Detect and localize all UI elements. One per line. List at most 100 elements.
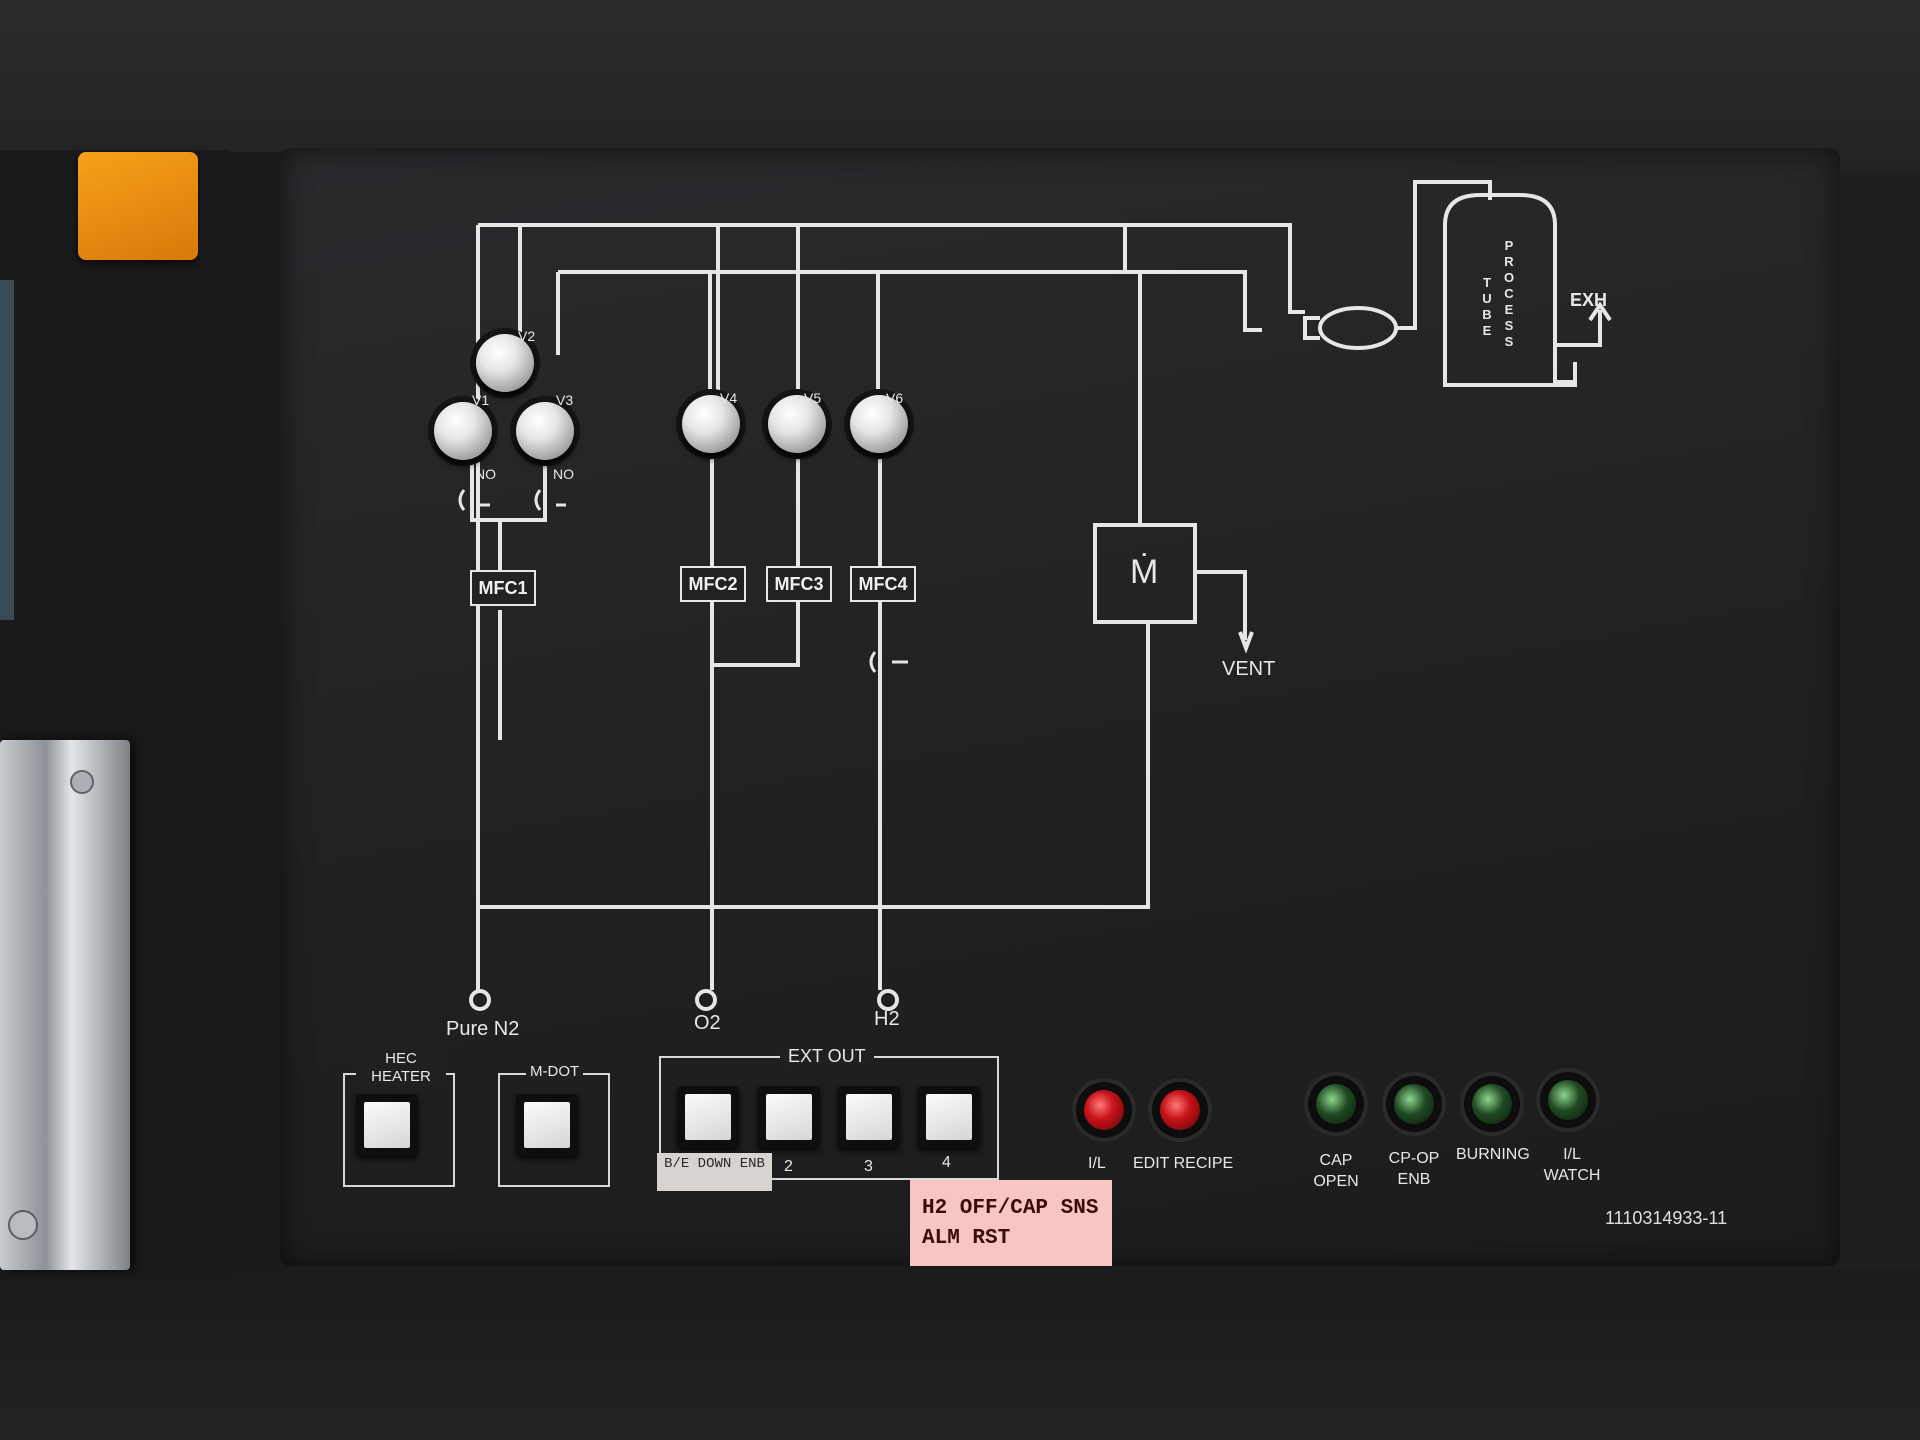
mdot-box (1093, 523, 1197, 624)
process-letter: R (1504, 254, 1514, 269)
cabinet-top (0, 0, 1920, 170)
v1-restrictor-icon (458, 489, 490, 511)
il-lamp (1076, 1082, 1132, 1138)
valve-knob-v4[interactable] (682, 395, 740, 453)
ext-out-3-number: 3 (864, 1158, 873, 1175)
sticker-line-1: H2 OFF/CAP SNS (922, 1197, 1099, 1220)
tube-inlet-line (1396, 180, 1492, 330)
vent-line (1195, 570, 1247, 640)
cp-op-enb-lamp (1386, 1076, 1442, 1132)
il-watch-lamp-lens (1548, 1080, 1588, 1120)
vent-arrow-icon (1238, 631, 1254, 654)
v3-restrictor-icon (534, 489, 566, 511)
v1-v3-loop (470, 420, 547, 522)
process-tube-base (1443, 362, 1577, 387)
v6-feed (708, 272, 880, 390)
h2-restrictor-icon (869, 651, 908, 673)
burning-lamp (1464, 1076, 1520, 1132)
pure-n2-port-icon (469, 989, 491, 1011)
ext-out-1-face (685, 1094, 731, 1140)
cp-op-enb-lamp-lens (1394, 1084, 1434, 1124)
edit-recipe-lamp-label: EDIT RECIPE (1133, 1155, 1234, 1172)
vent-label: VENT (1222, 658, 1276, 680)
screw-icon (70, 770, 94, 794)
ext-out-title: EXT OUT (780, 1046, 874, 1067)
process-letter: O (1503, 270, 1515, 285)
mdot-button-face (524, 1102, 570, 1148)
valve-knob-v6[interactable] (850, 395, 908, 453)
mdot-button[interactable] (516, 1094, 578, 1156)
cap-open-lamp (1308, 1076, 1364, 1132)
mfc2-box: MFC2 (680, 566, 746, 602)
mfc4-box: MFC4 (850, 566, 916, 602)
ext-out-3-face (846, 1094, 892, 1140)
ext-out-2-number: 2 (784, 1158, 793, 1175)
inlet-label-o2: O2 (694, 1012, 721, 1034)
heater-vessel-icon (1318, 306, 1398, 350)
tube-letter: B (1482, 307, 1492, 322)
process-letter: C (1504, 286, 1514, 301)
valve-label-v4: V4 (720, 390, 738, 406)
valve-label-v3: V3 (556, 392, 574, 408)
cabinet-bottom (0, 1270, 1920, 1440)
cap-open-label: CAP OPEN (1313, 1152, 1359, 1190)
mdot-feed (1123, 225, 1142, 525)
exhaust-label: EXH (1570, 290, 1608, 310)
exhaust-line (1555, 310, 1602, 347)
hec-heater-button[interactable] (356, 1094, 418, 1156)
edit-recipe-lamp-lens (1160, 1090, 1200, 1130)
process-letter: P (1504, 238, 1514, 253)
il-watch-label: I/L WATCH (1543, 1146, 1601, 1184)
screw-icon (8, 1210, 38, 1240)
ext-out-2-face (766, 1094, 812, 1140)
burning-label: BURNING (1456, 1146, 1530, 1163)
exhaust-arrow-icon (1588, 301, 1612, 322)
valve-knob-v2[interactable] (476, 334, 534, 392)
h2-off-sticker: H2 OFF/CAP SNS ALM RST (910, 1180, 1112, 1266)
ext-out-4-number: 4 (942, 1154, 951, 1171)
il-lamp-label: I/L (1088, 1155, 1106, 1172)
burning-lamp-lens (1472, 1084, 1512, 1124)
sticker-line-2: ALM RST (922, 1227, 1011, 1250)
valve-label-v6: V6 (886, 390, 904, 406)
mass-flow-symbol: Ṁ (1130, 553, 1159, 591)
mfc1-box: MFC1 (470, 570, 536, 606)
ext-out-2-button[interactable] (758, 1086, 820, 1148)
cp-op-enb-label: CP-OP ENB (1388, 1150, 1440, 1188)
cap-open-lamp-lens (1316, 1084, 1356, 1124)
v3-state-label: NO (553, 466, 574, 482)
valve-knob-v5[interactable] (768, 395, 826, 453)
ext-out-4-button[interactable] (918, 1086, 980, 1148)
tube-letter: T (1483, 275, 1491, 290)
h2-port-icon (877, 989, 899, 1011)
bottom-return-line (478, 622, 1150, 909)
valve-knob-v1[interactable] (434, 402, 492, 460)
process-tube-icon (1443, 193, 1577, 387)
valve-label-v5: V5 (804, 390, 822, 406)
inlet-label-h2: H2 (874, 1008, 900, 1030)
o2-port-icon (695, 989, 717, 1011)
be-down-enb-tag: B/E DOWN ENB (657, 1153, 772, 1191)
mdot-label: M-DOT (526, 1063, 584, 1080)
process-letter: E (1504, 302, 1514, 317)
inlet-label-pure-n2: Pure N2 (446, 1018, 520, 1040)
valve-label-v2: V2 (518, 328, 536, 344)
ext-out-1-button[interactable] (677, 1086, 739, 1148)
ext-out-4-face (926, 1094, 972, 1140)
mfc-feeds (710, 450, 882, 570)
process-letter: S (1504, 334, 1514, 349)
o2-h2-lines (710, 600, 882, 920)
inlet-stubs (476, 907, 882, 990)
valve-knob-v3[interactable] (516, 402, 574, 460)
mfc2-mfc3-join (710, 600, 800, 667)
valve-label-v1: V1 (472, 392, 490, 408)
hec-heater-label: HEC HEATER (356, 1050, 446, 1086)
il-lamp-lens (1084, 1090, 1124, 1130)
tube-letter: U (1482, 291, 1492, 306)
v1-state-label: NO (475, 466, 496, 482)
process-letter: S (1504, 318, 1514, 333)
ext-out-3-button[interactable] (838, 1086, 900, 1148)
side-screen-edge (0, 280, 14, 620)
hec-heater-button-face (364, 1102, 410, 1148)
top-main-line (478, 223, 1305, 314)
